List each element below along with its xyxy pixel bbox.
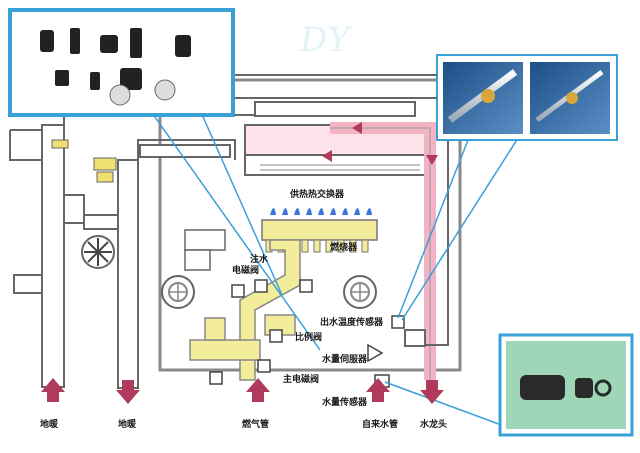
label-heat-exchanger: 供热热交换器: [290, 190, 345, 200]
label-faucet: 水龙头: [420, 420, 448, 430]
valve-icons: [209, 279, 405, 388]
label-outlet-temp-sensor: 出水温度传感器: [320, 318, 384, 328]
label-floor-heating-right: 地暖: [118, 420, 137, 430]
label-water-flow-sensor: 水量传感器: [322, 398, 368, 408]
burner: [261, 219, 378, 253]
label-proportional-valve: 比例阀: [295, 333, 323, 343]
temperature-sensor-photos: [436, 54, 618, 141]
watermark: DY: [300, 20, 350, 60]
label-tap-water-pipe: 自来水管: [362, 420, 399, 430]
burner-flames: [270, 208, 372, 215]
label-main-solenoid-valve: 主电磁阀: [283, 375, 320, 385]
label-burner: 燃烧器: [330, 243, 358, 253]
label-water-servo: 水量伺服器: [322, 355, 368, 365]
flow-arrows: [41, 122, 444, 404]
callout-lines: [149, 109, 521, 431]
heat-exchanger: [244, 101, 436, 176]
circulation-pump-icon: [81, 235, 115, 269]
left-fan-icon: [161, 275, 195, 309]
label-water-inject-valve: 注水: [250, 255, 269, 265]
flow-sensor-photo: [498, 333, 634, 437]
label-gas-pipe: 燃气管: [242, 420, 270, 430]
right-fan-icon: [343, 275, 377, 309]
label-water-inject-valve-2: 电磁阀: [232, 266, 260, 276]
label-floor-heating-left: 地暖: [40, 420, 59, 430]
components-photo-panel: [8, 8, 235, 117]
